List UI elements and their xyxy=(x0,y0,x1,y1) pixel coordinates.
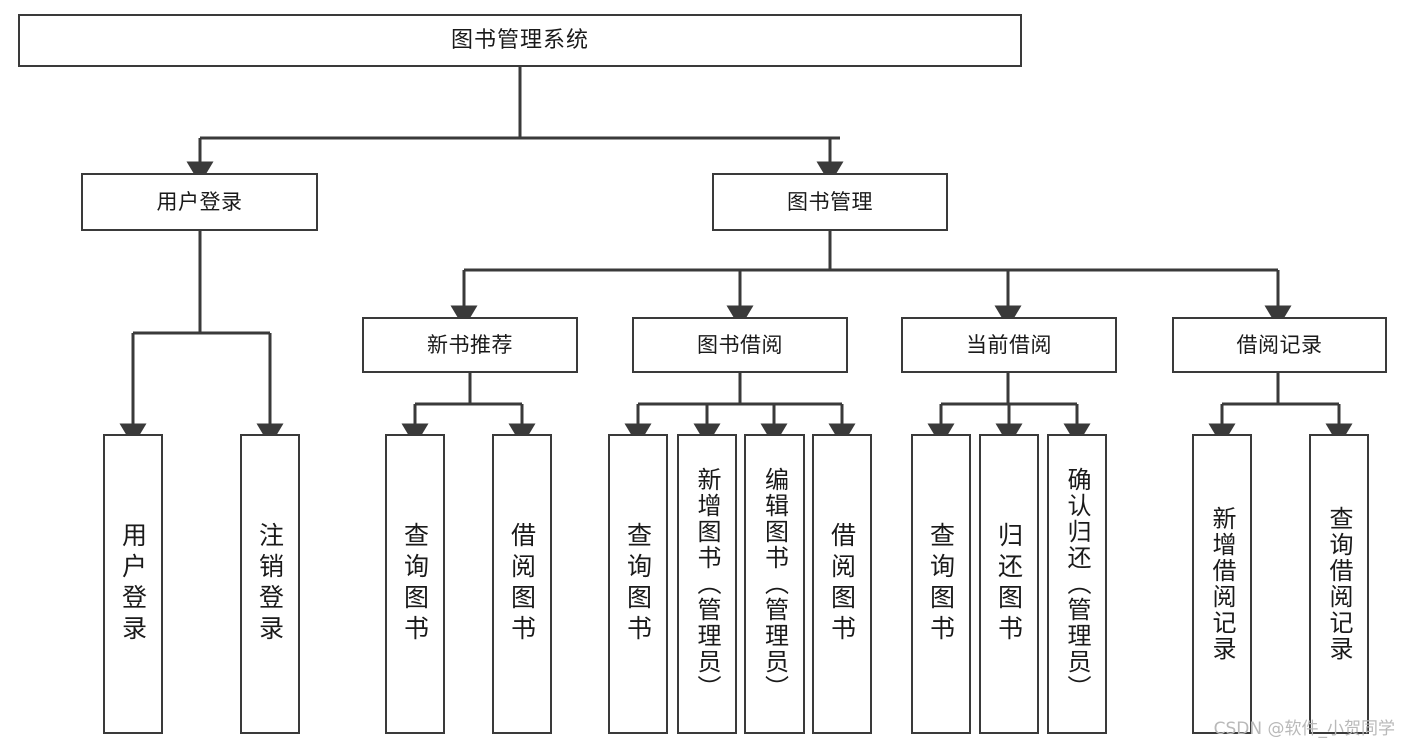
node-book-manage[interactable]: 图书管理 xyxy=(712,173,948,231)
node-user-login-label: 用户登录 xyxy=(156,189,243,214)
node-user-login[interactable]: 用户登录 xyxy=(81,173,318,231)
node-leaf-borrow-edit-book[interactable]: 编辑图书（管理员） xyxy=(744,434,805,734)
node-book-borrow-label: 图书借阅 xyxy=(697,332,783,357)
node-book-manage-label: 图书管理 xyxy=(787,189,873,214)
node-leaf-rec-query-book[interactable]: 查询图书 xyxy=(385,434,445,734)
node-leaf-borrow-query-book[interactable]: 查询图书 xyxy=(608,434,668,734)
node-new-book-rec[interactable]: 新书推荐 xyxy=(362,317,578,373)
node-leaf-rec-query-record-label: 查询借阅记录 xyxy=(1325,506,1353,662)
node-leaf-borrow-query-book-label: 查询图书 xyxy=(623,522,653,646)
node-root-label: 图书管理系统 xyxy=(450,27,589,53)
node-leaf-cur-query-book[interactable]: 查询图书 xyxy=(911,434,971,734)
node-leaf-user-login[interactable]: 用户登录 xyxy=(103,434,163,734)
node-leaf-cur-confirm-return[interactable]: 确认归还（管理员） xyxy=(1047,434,1107,734)
node-borrow-record-label: 借阅记录 xyxy=(1236,332,1323,357)
node-leaf-cur-return-book[interactable]: 归还图书 xyxy=(979,434,1039,734)
node-current-borrow[interactable]: 当前借阅 xyxy=(901,317,1117,373)
node-leaf-rec-query-book-label: 查询图书 xyxy=(400,522,430,646)
node-borrow-record[interactable]: 借阅记录 xyxy=(1172,317,1387,373)
node-leaf-borrow-add-book-label: 新增图书（管理员） xyxy=(693,467,721,701)
node-leaf-cur-confirm-return-label: 确认归还（管理员） xyxy=(1063,467,1091,701)
node-leaf-user-logout-label: 注销登录 xyxy=(255,522,285,646)
node-leaf-cur-return-book-label: 归还图书 xyxy=(994,522,1024,646)
node-leaf-rec-borrow-book-label: 借阅图书 xyxy=(507,522,537,646)
node-leaf-rec-borrow-book[interactable]: 借阅图书 xyxy=(492,434,552,734)
node-leaf-borrow-borrow-book[interactable]: 借阅图书 xyxy=(812,434,872,734)
node-leaf-rec-query-record[interactable]: 查询借阅记录 xyxy=(1309,434,1369,734)
node-leaf-borrow-add-book[interactable]: 新增图书（管理员） xyxy=(677,434,737,734)
node-leaf-user-logout[interactable]: 注销登录 xyxy=(240,434,300,734)
node-new-book-rec-label: 新书推荐 xyxy=(427,332,513,357)
csdn-watermark: CSDN @软件_小贺同学 xyxy=(1213,719,1395,739)
node-leaf-borrow-borrow-book-label: 借阅图书 xyxy=(827,522,857,646)
node-leaf-cur-query-book-label: 查询图书 xyxy=(926,522,956,646)
node-leaf-user-login-label: 用户登录 xyxy=(118,522,148,646)
node-leaf-borrow-edit-book-label: 编辑图书（管理员） xyxy=(760,467,789,701)
node-root[interactable]: 图书管理系统 xyxy=(18,14,1022,67)
node-book-borrow[interactable]: 图书借阅 xyxy=(632,317,848,373)
node-leaf-rec-add-record[interactable]: 新增借阅记录 xyxy=(1192,434,1252,734)
node-current-borrow-label: 当前借阅 xyxy=(966,332,1052,357)
node-leaf-rec-add-record-label: 新增借阅记录 xyxy=(1208,506,1236,662)
